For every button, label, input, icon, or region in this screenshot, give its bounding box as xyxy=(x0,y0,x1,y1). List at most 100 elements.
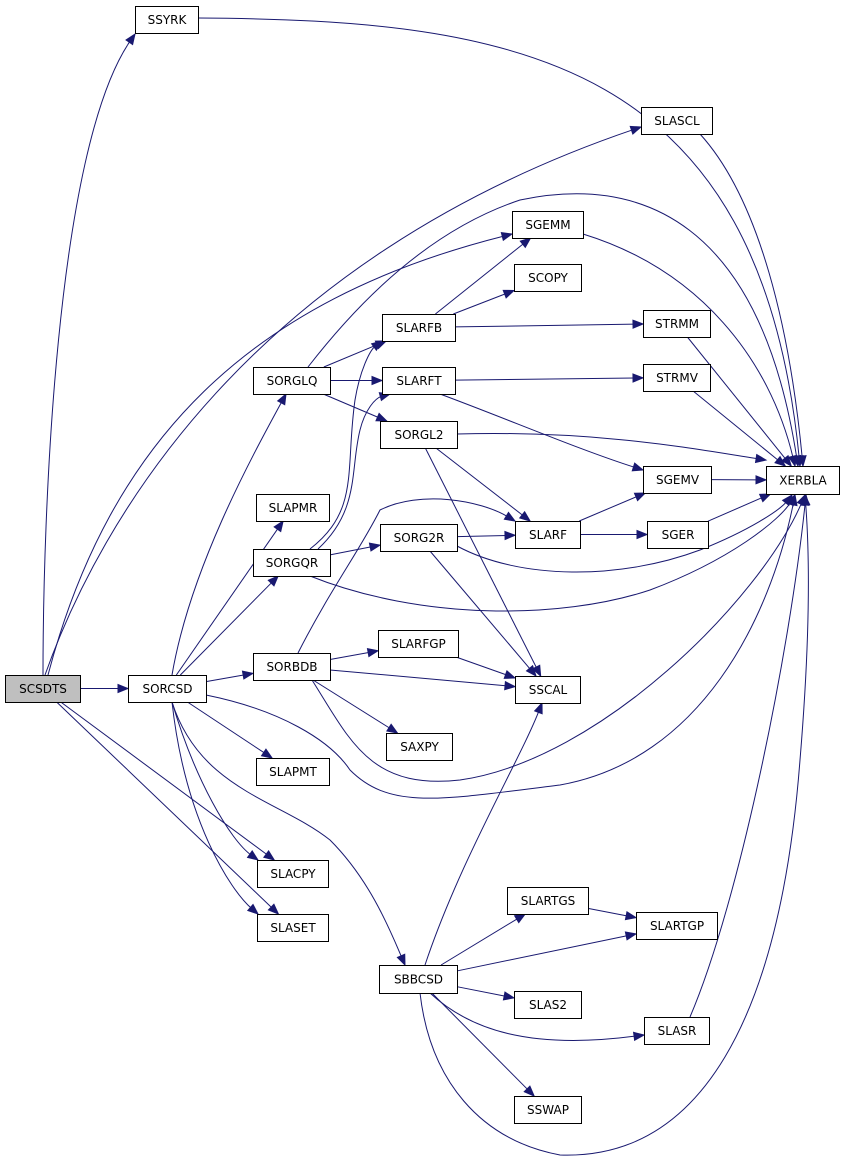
node-label: SLARFGP xyxy=(391,637,446,651)
node-box[interactable] xyxy=(128,675,207,703)
node-slaset[interactable]: SLASET xyxy=(257,914,329,942)
node-box[interactable] xyxy=(515,676,581,704)
node-box[interactable] xyxy=(380,421,458,449)
arrowhead xyxy=(260,748,274,759)
node-sorgqr[interactable]: SORGQR xyxy=(253,549,331,577)
node-scopy[interactable]: SCOPY xyxy=(514,264,582,292)
arrowhead xyxy=(241,670,255,680)
node-box[interactable] xyxy=(647,521,709,549)
node-box[interactable] xyxy=(382,314,456,342)
node-sbbcsd[interactable]: SBBCSD xyxy=(379,965,458,994)
node-box[interactable] xyxy=(378,630,459,658)
arrowhead xyxy=(531,664,542,678)
node-box[interactable] xyxy=(386,733,453,761)
node-box[interactable] xyxy=(380,524,458,552)
node-slarft[interactable]: SLARFT xyxy=(382,367,456,395)
node-label: SLARFB xyxy=(396,321,442,335)
node-slas2[interactable]: SLAS2 xyxy=(514,991,582,1019)
node-ssyrk[interactable]: SSYRK xyxy=(135,6,199,34)
node-label: SCSDTS xyxy=(19,682,67,696)
node-slarf[interactable]: SLARF xyxy=(515,521,581,549)
arrowhead xyxy=(629,125,643,135)
node-sger[interactable]: SGER xyxy=(647,521,709,549)
edge-line xyxy=(171,400,283,676)
node-box[interactable] xyxy=(256,758,330,786)
node-saxpy[interactable]: SAXPY xyxy=(386,733,453,761)
edge-line xyxy=(454,323,636,328)
arrowhead xyxy=(368,542,382,552)
node-sorglq[interactable]: SORGLQ xyxy=(253,367,331,395)
node-box[interactable] xyxy=(253,549,331,577)
node-box[interactable] xyxy=(507,887,589,915)
arrowhead xyxy=(273,519,284,533)
node-slartgs[interactable]: SLARTGS xyxy=(507,887,589,915)
node-label: SBBCSD xyxy=(394,973,443,987)
node-label: SORBDB xyxy=(266,660,317,674)
node-slartgp[interactable]: SLARTGP xyxy=(636,912,718,940)
node-box[interactable] xyxy=(5,675,81,703)
node-scsdts[interactable]: SCSDTS xyxy=(5,675,81,703)
edge-line xyxy=(44,129,634,676)
arrowhead xyxy=(636,529,649,540)
node-slarfgp[interactable]: SLARFGP xyxy=(378,630,459,658)
edge-sorg2r-to-slarf xyxy=(456,530,517,541)
node-box[interactable] xyxy=(256,494,330,522)
node-box[interactable] xyxy=(512,211,584,239)
edge-line xyxy=(455,656,508,676)
node-box[interactable] xyxy=(644,1017,710,1045)
node-box[interactable] xyxy=(636,912,718,940)
node-box[interactable] xyxy=(253,653,331,681)
node-box[interactable] xyxy=(766,466,840,495)
node-sorgl2[interactable]: SORGL2 xyxy=(380,421,458,449)
node-sgemv[interactable]: SGEMV xyxy=(643,466,712,494)
node-slapmr[interactable]: SLAPMR xyxy=(256,494,330,522)
node-sorbdb[interactable]: SORBDB xyxy=(253,653,331,681)
node-box[interactable] xyxy=(257,914,329,942)
node-sorg2r[interactable]: SORG2R xyxy=(380,524,458,552)
edge-scsdts-to-ssyrk xyxy=(42,32,136,676)
node-box[interactable] xyxy=(257,860,329,888)
edge-sorgqr-to-xerbla xyxy=(309,493,796,612)
edge-sbbcsd-to-sswap xyxy=(431,992,536,1097)
node-slascl[interactable]: SLASCL xyxy=(641,107,713,135)
edge-line xyxy=(456,935,629,972)
edge-sorcsd-to-sorbdb xyxy=(205,670,255,683)
arrowhead xyxy=(500,231,514,242)
arrowhead xyxy=(267,575,280,587)
node-sscal[interactable]: SSCAL xyxy=(515,676,581,704)
node-slapmt[interactable]: SLAPMT xyxy=(256,758,330,786)
node-sorcsd[interactable]: SORCSD xyxy=(128,675,207,703)
node-slasr[interactable]: SLASR xyxy=(644,1017,710,1045)
edge-line xyxy=(456,534,508,538)
node-sgemm[interactable]: SGEMM xyxy=(512,211,584,239)
node-box[interactable] xyxy=(643,364,711,392)
node-box[interactable] xyxy=(514,1096,582,1124)
edge-slarfb-to-scopy xyxy=(453,289,516,315)
node-box[interactable] xyxy=(515,521,581,549)
node-label: STRMM xyxy=(655,317,699,331)
node-box[interactable] xyxy=(379,965,458,994)
node-strmm[interactable]: STRMM xyxy=(643,310,711,338)
node-xerbla[interactable]: XERBLA xyxy=(766,466,840,495)
edge-sorgqr-to-slarfb xyxy=(309,340,384,550)
node-box[interactable] xyxy=(641,107,713,135)
node-strmv[interactable]: STRMV xyxy=(643,364,711,392)
node-slarfb[interactable]: SLARFB xyxy=(382,314,456,342)
node-box[interactable] xyxy=(514,264,582,292)
edge-scsdts-to-sgemm xyxy=(47,231,514,676)
node-slacpy[interactable]: SLACPY xyxy=(257,860,329,888)
edges-layer xyxy=(42,17,811,1156)
edge-line xyxy=(47,235,505,676)
edge-line xyxy=(171,701,253,910)
node-box[interactable] xyxy=(643,466,712,494)
node-box[interactable] xyxy=(643,310,711,338)
node-label: SSWAP xyxy=(527,1103,569,1117)
node-box[interactable] xyxy=(382,367,456,395)
edge-sorcsd-to-sorgqr xyxy=(179,575,280,676)
arrowhead xyxy=(503,511,517,522)
node-box[interactable] xyxy=(514,991,582,1019)
node-box[interactable] xyxy=(135,6,199,34)
node-box[interactable] xyxy=(253,367,331,395)
node-sswap[interactable]: SSWAP xyxy=(514,1096,582,1124)
arrowhead xyxy=(502,289,516,299)
